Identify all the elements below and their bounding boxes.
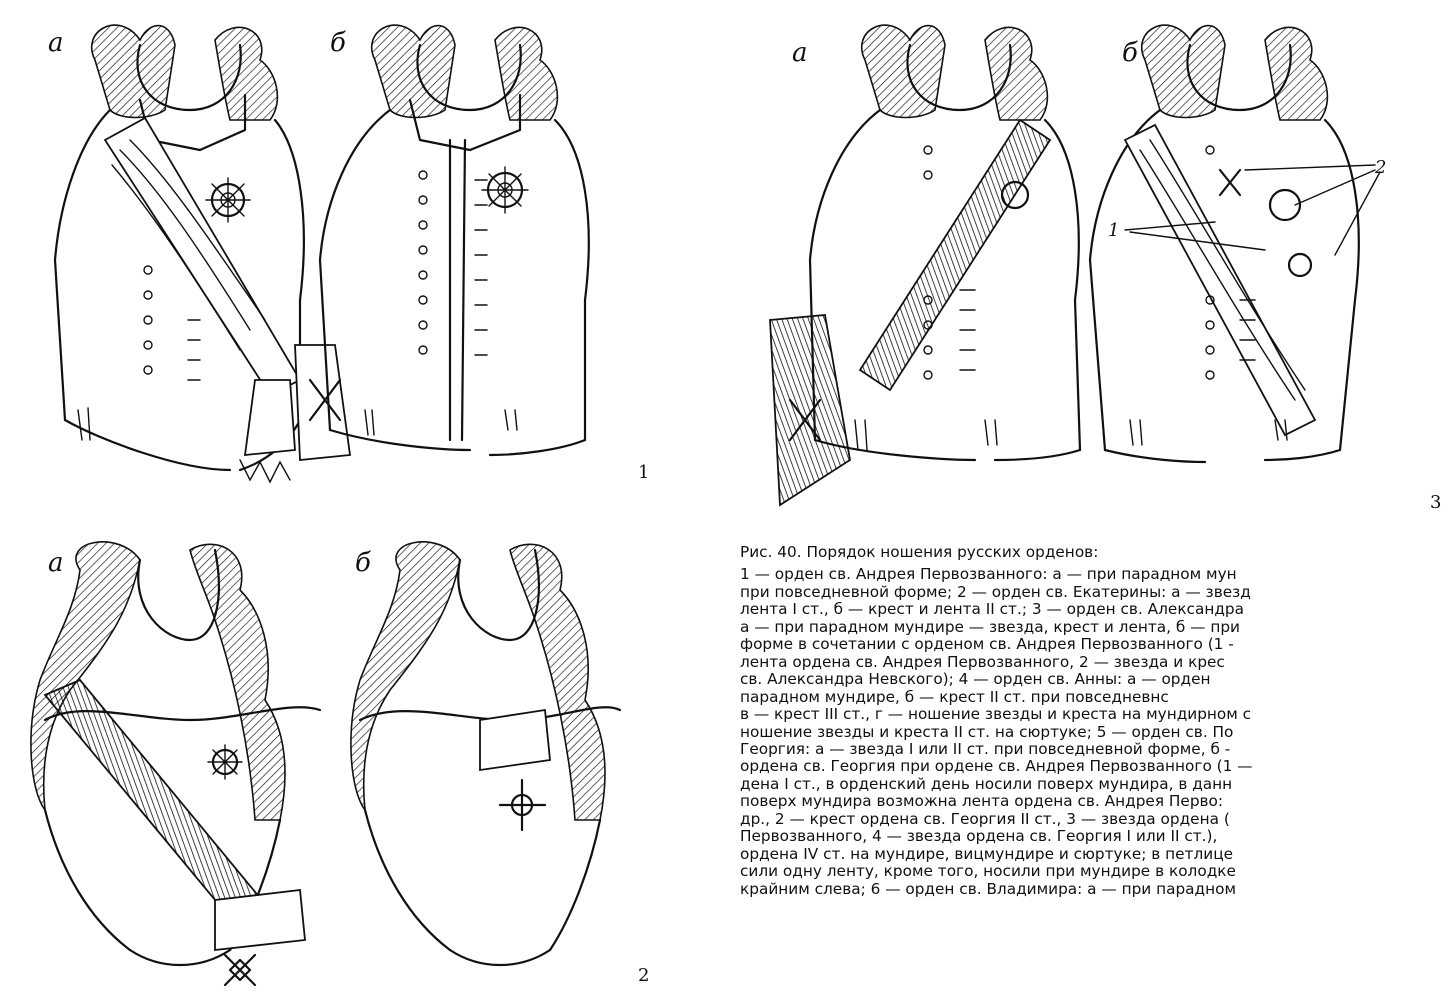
caption-line: Первозванного, 4 — звезда ордена св. Гео…: [740, 828, 1443, 845]
caption-line: форме в сочетании с орденом св. Андрея П…: [740, 636, 1443, 653]
figure-3: [745, 0, 1443, 520]
caption-line: лента I ст., б — крест и лента II ст.; 3…: [740, 601, 1443, 618]
figure-caption: Рис. 40. Порядок ношения русских орденов…: [740, 544, 1443, 898]
caption-line: 1 — орден св. Андрея Первозванного: а — …: [740, 566, 1443, 583]
caption-title: Рис. 40. Порядок ношения русских орденов…: [740, 544, 1443, 561]
figure-1b-label: б: [330, 28, 346, 58]
figure-3a-drawing: [770, 25, 1080, 505]
figure-3b-drawing: [1090, 25, 1380, 462]
caption-line: др., 2 — крест ордена св. Георгия II ст.…: [740, 811, 1443, 828]
figure-3-number: 3: [1430, 492, 1441, 513]
figure-2a-label: а: [48, 548, 64, 578]
caption-line: в — крест III ст., г — ношение звезды и …: [740, 706, 1443, 723]
figure-2b-drawing: [351, 542, 620, 965]
figure-1a-drawing: [55, 25, 350, 482]
caption-line: св. Александра Невского); 4 — орден св. …: [740, 671, 1443, 688]
figure-1b-drawing: [320, 25, 589, 455]
figure-1: [0, 0, 690, 500]
caption-line: сили одну ленту, кроме того, носили при …: [740, 863, 1443, 880]
figure-2-number: 2: [638, 965, 649, 986]
caption-line: а — при парадном мундире — звезда, крест…: [740, 619, 1443, 636]
figure-3a-label: а: [792, 38, 808, 68]
caption-line: ордена св. Георгия при ордене св. Андрея…: [740, 758, 1443, 775]
caption-line: дена I ст., в орденский день носили пове…: [740, 776, 1443, 793]
figure-3-callout-1: 1: [1108, 220, 1119, 241]
figure-2b-label: б: [355, 548, 371, 578]
figure-3b-label: б: [1122, 38, 1138, 68]
figure-3-callout-2: 2: [1375, 157, 1386, 178]
caption-line: ордена IV ст. на мундире, вицмундире и с…: [740, 846, 1443, 863]
caption-line: лента ордена св. Андрея Первозванного, 2…: [740, 654, 1443, 671]
caption-line: парадном мундире, б — крест II ст. при п…: [740, 689, 1443, 706]
figure-2: [0, 530, 690, 998]
caption-line: крайним слева; 6 — орден св. Владимира: …: [740, 881, 1443, 898]
caption-line: поверх мундира возможна лента ордена св.…: [740, 793, 1443, 810]
figure-2a-drawing: [31, 542, 320, 985]
figure-1a-label: а: [48, 28, 64, 58]
figure-1-number: 1: [638, 462, 649, 483]
caption-line: при повседневной форме; 2 — орден св. Ек…: [740, 584, 1443, 601]
caption-line: ношение звезды и креста II ст. на сюртук…: [740, 724, 1443, 741]
caption-line: Георгия: а — звезда I или II ст. при пов…: [740, 741, 1443, 758]
